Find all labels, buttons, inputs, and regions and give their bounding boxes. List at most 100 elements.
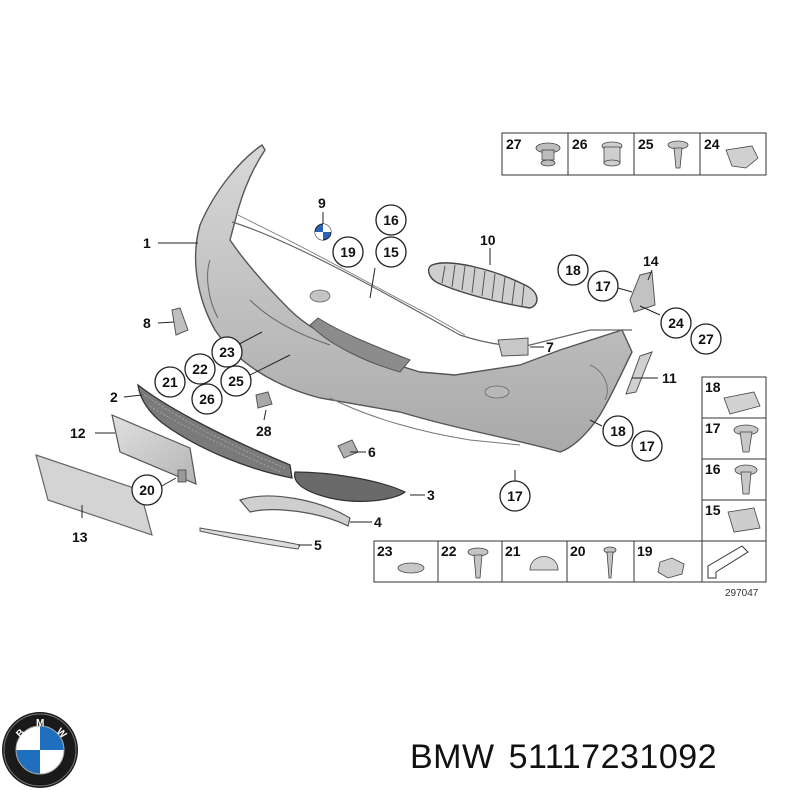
brand-part-number-line: BMW 51117231092 [410, 738, 731, 777]
circled-callout-26: 26 [191, 383, 223, 415]
bmw-logo: B M W [2, 712, 78, 788]
cap-icon [529, 556, 559, 571]
right-fastener-table: 18 17 16 15 [701, 376, 767, 542]
top-table-label-25: 25 [638, 136, 654, 152]
circled-callout-16: 16 [375, 204, 407, 236]
bottom-table-label-20: 20 [570, 543, 586, 559]
svg-text:M: M [36, 718, 44, 729]
svg-text:26: 26 [199, 391, 215, 407]
callout-6: 6 [368, 444, 376, 460]
svg-text:25: 25 [228, 373, 244, 389]
callout-4: 4 [374, 514, 382, 530]
circled-callout-20: 20 [131, 474, 163, 506]
side-air-grille [294, 471, 407, 502]
callout-28: 28 [256, 423, 272, 439]
right-table-label-16: 16 [705, 461, 721, 477]
bmw-emblem-part [314, 223, 332, 241]
bushing-icon [601, 141, 623, 167]
part-number: 51117231092 [508, 738, 718, 776]
top-fastener-table: 27 26 25 24 [501, 132, 767, 176]
callout-11: 11 [662, 370, 677, 386]
svg-text:24: 24 [668, 315, 684, 331]
right-table-label-18: 18 [705, 379, 721, 395]
hex-nut-icon [657, 557, 685, 579]
svg-text:20: 20 [139, 482, 155, 498]
callout-9: 9 [318, 195, 326, 211]
circled-callout-17-upper: 17 [587, 270, 619, 302]
callout-1: 1 [143, 235, 151, 251]
svg-text:16: 16 [383, 212, 399, 228]
expanding-rivet-icon [733, 424, 759, 453]
svg-text:18: 18 [565, 262, 581, 278]
callout-2: 2 [110, 389, 118, 405]
bottom-fastener-table: 23 22 21 20 19 [373, 540, 767, 583]
callout-14: 14 [643, 253, 659, 269]
square-nut-icon [727, 507, 761, 533]
rivet-icon [535, 142, 561, 167]
push-rivet-icon [734, 464, 758, 495]
svg-text:23: 23 [219, 344, 235, 360]
circled-callout-18-lower: 18 [602, 415, 634, 447]
callout-5: 5 [314, 537, 322, 553]
license-plate-holder [111, 413, 197, 485]
circled-callout-22: 22 [184, 353, 216, 385]
circled-callout-15: 15 [375, 236, 407, 268]
lower-grille [137, 383, 293, 479]
circled-callout-21: 21 [154, 366, 186, 398]
svg-text:21: 21 [162, 374, 178, 390]
tow-hook-cover [497, 337, 529, 357]
drawing-number: 297047 [725, 588, 759, 599]
top-table-label-26: 26 [572, 136, 588, 152]
circled-callout-18-upper: 18 [557, 254, 589, 286]
bottom-table-label-23: 23 [377, 543, 393, 559]
bolt-icon [467, 547, 489, 579]
washer-icon [397, 562, 425, 574]
svg-text:18: 18 [610, 423, 626, 439]
callout-3: 3 [427, 487, 435, 503]
svg-text:27: 27 [698, 331, 714, 347]
thin-screw-icon [603, 546, 617, 579]
small-part-28 [255, 391, 273, 409]
bottom-table-label-19: 19 [637, 543, 653, 559]
spring-clip-icon [725, 145, 759, 169]
callout-7: 7 [546, 339, 554, 355]
right-table-label-17: 17 [705, 420, 721, 436]
svg-text:15: 15 [383, 244, 399, 260]
clip-nut-icon [723, 391, 761, 415]
bottom-table-label-22: 22 [441, 543, 457, 559]
callout-10: 10 [480, 232, 496, 248]
top-table-label-24: 24 [704, 136, 720, 152]
circled-callout-17-lower: 17 [631, 430, 663, 462]
svg-text:19: 19 [340, 244, 356, 260]
circled-callout-25: 25 [220, 365, 252, 397]
callout-8: 8 [143, 315, 151, 331]
circled-callout-24: 24 [660, 307, 692, 339]
circled-callout-23: 23 [211, 336, 243, 368]
trim-strip [35, 454, 153, 536]
svg-text:17: 17 [507, 488, 523, 504]
grille-frame [238, 495, 351, 527]
svg-text:17: 17 [639, 438, 655, 454]
clip-part-20 [177, 469, 187, 483]
bottom-table-label-21: 21 [505, 543, 521, 559]
top-table-label-27: 27 [506, 136, 522, 152]
screw-icon [667, 140, 689, 169]
right-table-label-15: 15 [705, 502, 721, 518]
circled-callout-19: 19 [332, 236, 364, 268]
mounting-bracket [629, 271, 656, 313]
brand-name: BMW [410, 738, 495, 776]
svg-text:22: 22 [192, 361, 208, 377]
circled-callout-27: 27 [690, 323, 722, 355]
callout-13: 13 [72, 529, 88, 545]
bracket [337, 439, 359, 459]
circled-callout-17-bottom: 17 [499, 480, 531, 512]
callout-12: 12 [70, 425, 86, 441]
front-bumper-panel [194, 144, 633, 453]
kidney-grille [427, 262, 538, 309]
svg-text:17: 17 [595, 278, 611, 294]
direction-arrow-icon [707, 545, 749, 579]
side-reflector [625, 351, 653, 395]
small-holder [171, 307, 189, 336]
chrome-trim [199, 527, 301, 550]
